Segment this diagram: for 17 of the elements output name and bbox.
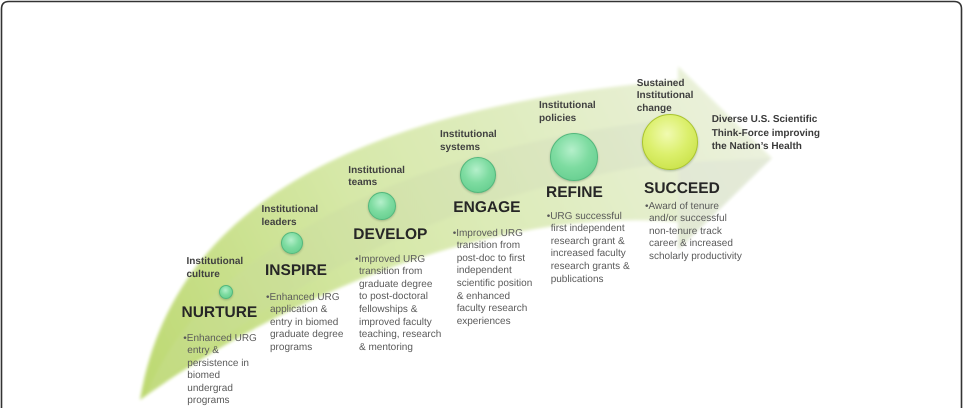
stage-description: •Improved URG transition from post-doc to first independent scientific position & enhanced faculty research experiences	[452, 228, 534, 328]
level-label: Institutional policies	[539, 100, 597, 126]
stage-description: •Improved URG transition from graduate degree to post-doctoral fellowships & improved faculty teaching, research & mentoring	[355, 254, 442, 354]
level-label: Institutional teams	[348, 164, 406, 190]
level-label: Sustained Institutional change	[636, 78, 694, 116]
stage-heading: INSPIRE	[265, 262, 328, 280]
stage-heading: DEVELOP	[353, 226, 428, 244]
outcome-label: Diverse U.S. Scientific Think-Force improving the Nation’s Health	[712, 113, 822, 154]
stage-description: •Enhanced URG application & entry in biomed graduate degree programs	[266, 292, 344, 355]
stage-heading: ENGAGE	[453, 199, 520, 217]
stage-description: •URG successful first independent research grant & increased faculty research grants & publications	[546, 210, 631, 286]
level-label: Institutional systems	[440, 129, 498, 154]
stage-description: •Award of tenure and/or successful non-tenure track career & increased scholarly productivity	[645, 200, 743, 264]
stage-heading: NURTURE	[182, 304, 258, 322]
stage-heading: REFINE	[546, 184, 603, 202]
level-label: Institutional leaders	[262, 204, 320, 230]
stage-heading: SUCCEED	[644, 180, 720, 198]
